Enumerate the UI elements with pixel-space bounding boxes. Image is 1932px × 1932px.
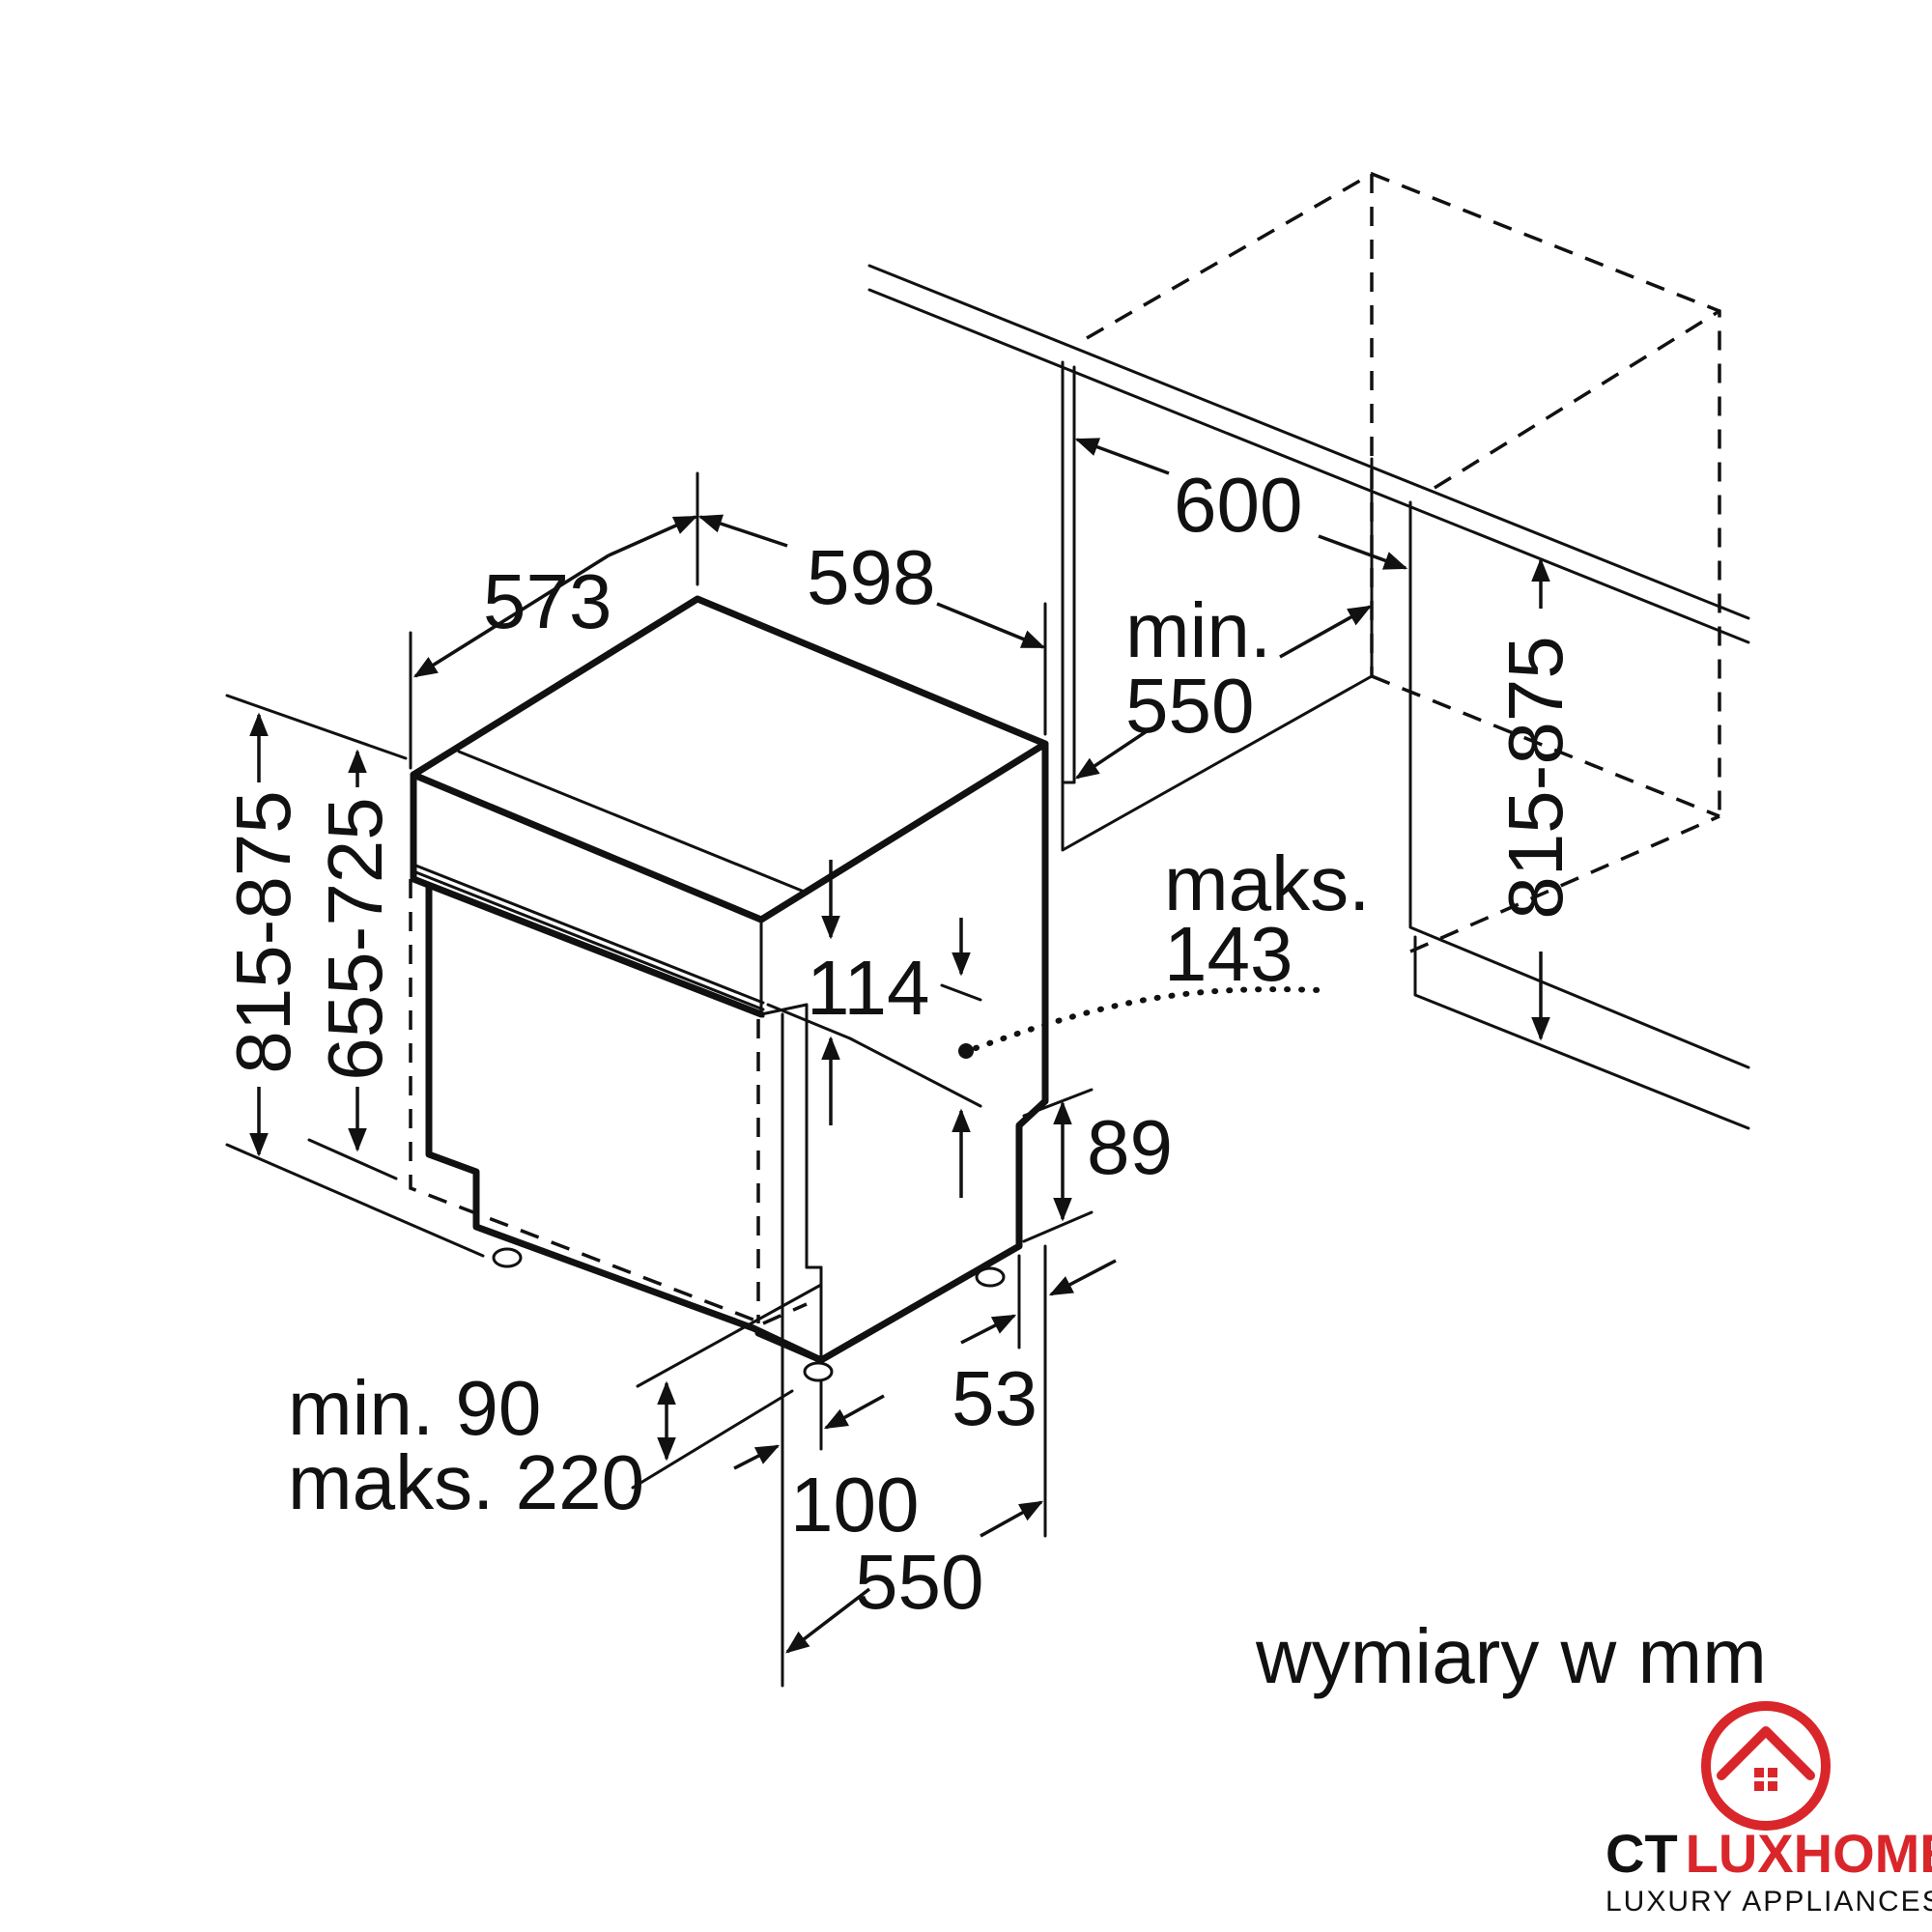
dishwasher-body (409, 595, 1049, 1382)
label-573: 573 (483, 558, 611, 644)
label-gap-143: 143 (1164, 911, 1293, 997)
label-depth-550: 550 (855, 1539, 983, 1625)
label-655-725: 655-725 (312, 797, 398, 1081)
dimension-labels: 573 598 600 min. 550 815-875 655-725 114… (220, 462, 1767, 1699)
brand-name-ct: CT (1605, 1823, 1678, 1884)
label-min-90: min. 90 (288, 1365, 541, 1451)
label-maks-220: maks. 220 (288, 1439, 644, 1525)
label-89: 89 (1087, 1104, 1173, 1190)
label-100: 100 (790, 1462, 919, 1548)
label-left-815-875: 815-875 (220, 790, 306, 1074)
house-logo-icon (1701, 1701, 1831, 1831)
label-598: 598 (807, 534, 935, 620)
brand-tagline: LUXURY APPLIANCES (1605, 1886, 1932, 1918)
label-right-815-875: 815-875 (1492, 636, 1578, 920)
label-114: 114 (807, 945, 930, 1031)
brand-name-luxhome: LUXHOME (1686, 1823, 1932, 1884)
label-600: 600 (1174, 462, 1302, 548)
cabinet-niche (867, 172, 1750, 1130)
label-niche-min: min. (1125, 587, 1271, 673)
dimension-lines (225, 438, 1550, 1688)
label-gap-maks: maks. (1164, 840, 1370, 926)
label-53: 53 (952, 1355, 1037, 1441)
units-note: wymiary w mm (1255, 1613, 1767, 1699)
label-niche-550: 550 (1125, 663, 1254, 749)
